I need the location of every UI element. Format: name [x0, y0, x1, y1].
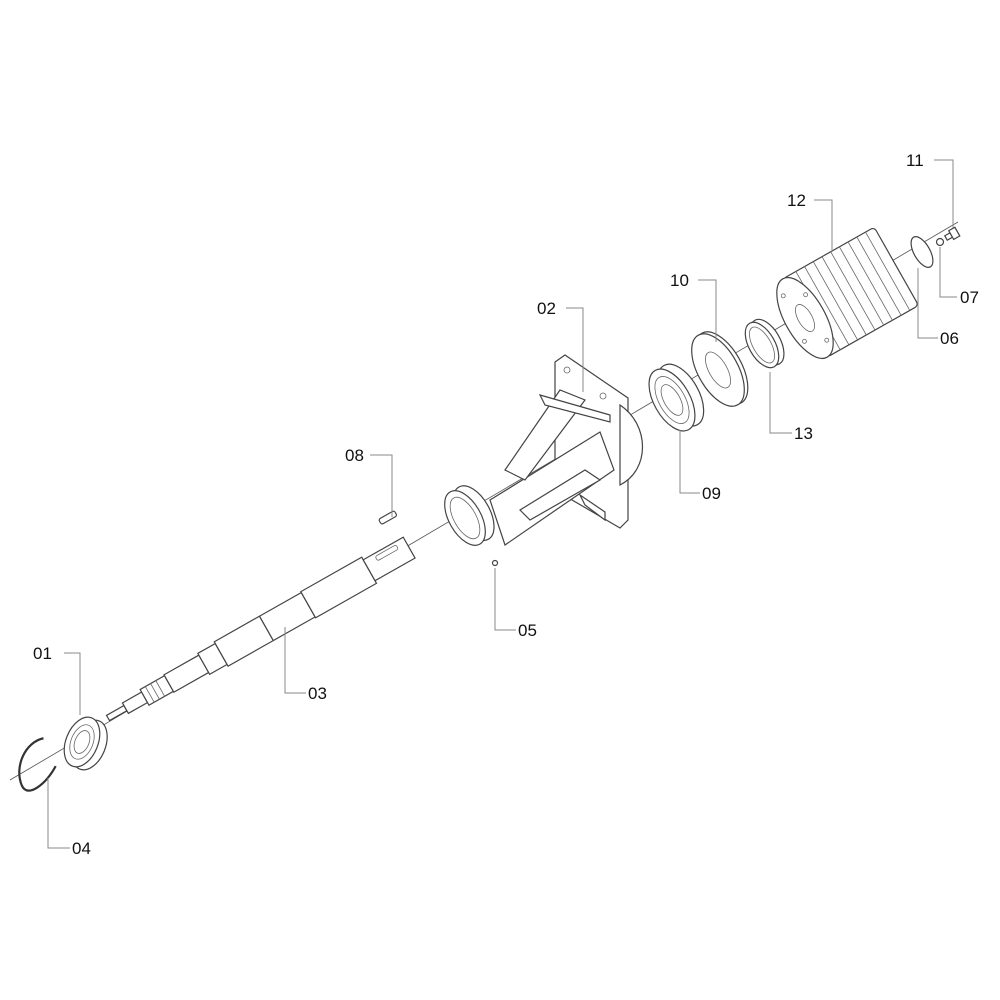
leader-02: [566, 307, 584, 392]
part-09-bearing: [648, 363, 705, 432]
callout-02: 02: [537, 299, 556, 318]
part-07-lock-washer: [935, 237, 945, 247]
part-10-seal: [691, 331, 749, 407]
callout-01: 01: [33, 644, 52, 663]
callout-04: 04: [72, 839, 91, 858]
leader-12: [814, 199, 833, 252]
part-13-spacer-ring: [744, 318, 785, 369]
leader-10: [698, 279, 717, 342]
leader-13: [769, 372, 792, 434]
callout-09: 09: [702, 484, 721, 503]
leader-07: [939, 247, 957, 298]
part-12-pulley: [776, 227, 918, 359]
callout-06: 06: [940, 329, 959, 348]
callout-07: 07: [960, 288, 979, 307]
part-06-washer: [910, 236, 934, 268]
part-05-grease-nipple: [491, 559, 499, 567]
leader-01: [64, 652, 81, 715]
leader-11: [934, 159, 954, 228]
leader-03: [284, 627, 306, 694]
part-01-bearing: [63, 716, 108, 771]
leader-05: [494, 568, 516, 631]
callout-08: 08: [345, 446, 364, 465]
part-08-key: [378, 510, 398, 525]
leader-08: [370, 454, 393, 517]
callout-05: 05: [518, 621, 537, 640]
leader-06: [917, 268, 938, 339]
part-02-housing: [444, 354, 643, 546]
leader-09: [679, 430, 700, 494]
part-04-circlip: [18, 737, 57, 792]
callout-13: 13: [794, 424, 813, 443]
leader-04: [47, 778, 70, 849]
callout-12: 12: [787, 191, 806, 210]
part-11-bolt: [943, 226, 961, 241]
part-03-shaft: [105, 536, 416, 722]
callout-10: 10: [670, 271, 689, 290]
callout-11: 11: [906, 151, 924, 170]
callout-03: 03: [308, 684, 327, 703]
